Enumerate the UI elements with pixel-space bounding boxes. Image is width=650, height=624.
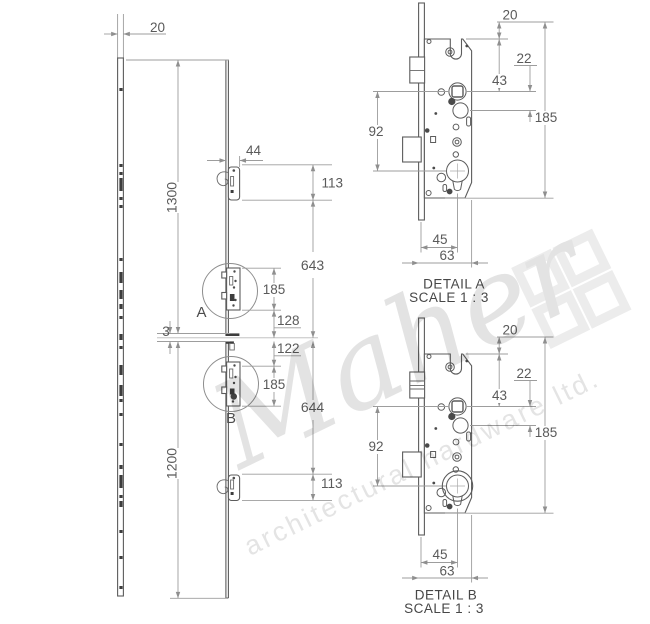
dim-plate-width: 20 xyxy=(150,20,165,35)
detail-b-dim-case-height: 185 xyxy=(535,425,558,440)
detail-b-dim-top-clearance: 20 xyxy=(503,323,518,338)
detail-b-dim-spindle-offset: 43 xyxy=(492,388,507,403)
dim-case-projection: 44 xyxy=(246,143,262,158)
detail-a-title: DETAIL A xyxy=(423,277,485,292)
dim-above-centre: 128 xyxy=(277,313,300,328)
dim-gearbox-b-height: 185 xyxy=(263,377,286,392)
detail-a-annotations: 20 22 43 185 92 45 63 DETAIL A SCALE 1 :… xyxy=(368,8,557,306)
watermark-logo-icon xyxy=(511,228,632,349)
detail-b-dim-case-depth: 63 xyxy=(439,564,454,579)
detail-a-dim-handle-centre: 22 xyxy=(517,51,532,66)
dim-below-centre: 122 xyxy=(277,341,300,356)
detail-b-dim-backset: 45 xyxy=(432,547,447,562)
dim-bottom-hook-height: 113 xyxy=(321,476,343,491)
detail-b-dim-lock-centres: 92 xyxy=(368,439,383,454)
detail-a-dim-spindle-offset: 43 xyxy=(492,73,507,88)
front-view-dimensions xyxy=(126,59,332,599)
dim-upper-centre-distance: 643 xyxy=(301,257,325,273)
detail-a-dim-top-clearance: 20 xyxy=(503,8,518,23)
watermark-script: Maher xyxy=(190,196,612,496)
detail-a-dim-backset: 45 xyxy=(432,232,447,247)
detail-a-ring xyxy=(202,263,258,319)
detail-b-title: DETAIL B xyxy=(415,588,478,603)
detail-b-dim-handle-centre: 22 xyxy=(517,366,532,381)
detail-b-extras xyxy=(409,380,474,502)
detail-b-marker-label: B xyxy=(226,410,236,427)
detail-a-dim-case-depth: 63 xyxy=(439,248,454,263)
dim-separation: 3 xyxy=(162,324,170,339)
dim-top-hook-height: 113 xyxy=(322,176,344,191)
detail-a-dim-case-height: 185 xyxy=(535,110,558,125)
lock-profile-view xyxy=(157,59,318,599)
faceplate-edge-view xyxy=(104,14,166,597)
detail-a-dim-lock-centres: 92 xyxy=(368,124,383,139)
detail-a-scale: SCALE 1 : 3 xyxy=(409,290,489,305)
watermark: Maher architectural hardware ltd. xyxy=(190,196,632,561)
dim-lower-length: 1200 xyxy=(164,448,180,479)
detail-b-ring xyxy=(203,356,259,412)
dim-lower-centre-distance: 644 xyxy=(301,399,325,415)
detail-b-scale: SCALE 1 : 3 xyxy=(404,601,484,616)
dim-gearbox-a-height: 185 xyxy=(263,282,286,297)
dim-upper-length: 1300 xyxy=(164,182,180,213)
detail-b-annotations: 20 22 43 185 92 45 63 DETAIL B SCALE 1 :… xyxy=(368,323,557,617)
detail-a-marker-label: A xyxy=(196,304,206,321)
